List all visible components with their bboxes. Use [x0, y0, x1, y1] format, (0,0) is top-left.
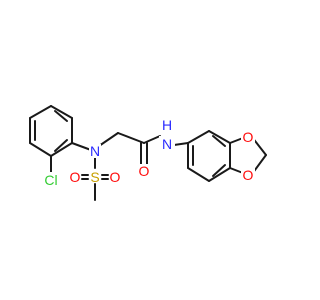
bond-ring-n [71, 142, 92, 151]
atom-label-n-sulfonamide: N [90, 143, 100, 159]
bond-carbonyl-nh [143, 135, 161, 144]
chlorophenyl-ring [29, 105, 73, 157]
atom-label-o-dioxole-bottom: O [243, 167, 254, 183]
atom-label-h-amide: H [162, 117, 172, 133]
bond-n-ch2 [98, 132, 119, 147]
atom-label-cl: Cl [44, 172, 57, 188]
atom-label-o-carbonyl: O [139, 163, 150, 179]
molecule-canvas: Cl N S O O O N H O O [29, 105, 267, 201]
benzodioxole-ring [187, 130, 267, 182]
atom-label-s: S [90, 169, 99, 185]
structure-diagram: Cl N S O O O N H O O [29, 105, 267, 201]
atom-label-o-sulfonyl-left: O [70, 169, 81, 185]
bond-nh-ring [173, 142, 189, 146]
atom-label-n-amide: N [162, 136, 172, 152]
atom-label-o-sulfonyl-right: O [110, 169, 121, 185]
atom-label-o-dioxole-top: O [243, 129, 254, 145]
bond-ch2-carbonyl [117, 132, 145, 144]
